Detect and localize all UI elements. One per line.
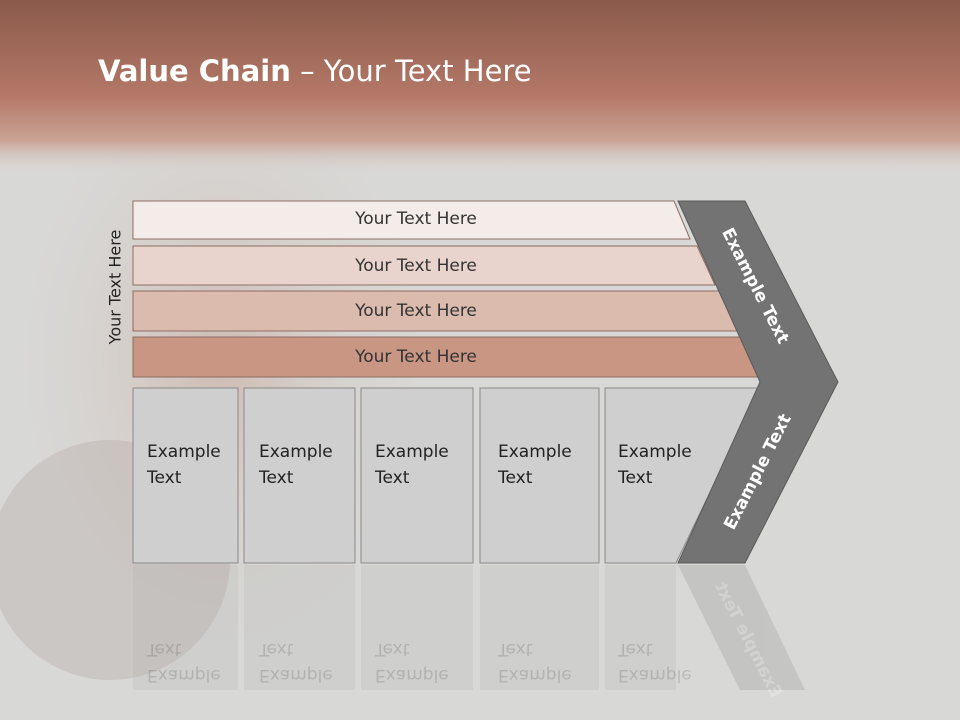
- box-1-reflection-line2: Text: [147, 639, 182, 659]
- box-5-reflection-line2: Text: [618, 639, 653, 659]
- box-3-line2: Text: [375, 468, 410, 488]
- box-1-line1: Example: [147, 442, 221, 462]
- box-3-reflection-line1: Example: [375, 665, 449, 685]
- box-5-reflection: Example Text: [618, 636, 718, 688]
- box-5-line2: Text: [618, 468, 653, 488]
- box-3-reflection-line2: Text: [375, 639, 410, 659]
- slide-title: Value Chain – Your Text Here: [98, 54, 532, 88]
- box-5-line1: Example: [618, 442, 692, 462]
- box-3-reflection: Example Text: [375, 636, 475, 688]
- box-5-reflection-line1: Example: [618, 665, 692, 685]
- bar-2: [132, 245, 716, 286]
- box-3-line1: Example: [375, 442, 449, 462]
- box-1-reflection-line1: Example: [147, 665, 221, 685]
- box-2-reflection: Example Text: [259, 636, 359, 688]
- activity-box-5: [604, 387, 761, 564]
- title-bold: Value Chain: [98, 54, 291, 88]
- activity-box-3: [360, 387, 474, 564]
- bar-4-label: Your Text Here: [355, 347, 477, 367]
- box-4-reflection-line1: Example: [498, 665, 572, 685]
- activity-box-4: [479, 387, 600, 564]
- bar-1: [132, 200, 691, 240]
- reflection: [133, 565, 805, 690]
- box-1-reflection: Example Text: [147, 636, 247, 688]
- bar-3-label: Your Text Here: [355, 301, 477, 321]
- bar-2-label: Your Text Here: [355, 256, 477, 276]
- activity-box-2: [243, 387, 356, 564]
- title-rest: – Your Text Here: [290, 54, 532, 88]
- box-2-line2: Text: [259, 468, 294, 488]
- box-2-reflection-line2: Text: [259, 639, 294, 659]
- box-4-reflection: Example Text: [498, 636, 598, 688]
- activity-box-1: [132, 387, 239, 564]
- box-4-reflection-line2: Text: [498, 639, 533, 659]
- bar-1-label: Your Text Here: [355, 209, 477, 229]
- box-1-line2: Text: [147, 468, 182, 488]
- box-2-line1: Example: [259, 442, 333, 462]
- chevron-arrow: [677, 200, 839, 564]
- box-4-line2: Text: [498, 468, 533, 488]
- box-2-reflection-line1: Example: [259, 665, 333, 685]
- box-4-line1: Example: [498, 442, 572, 462]
